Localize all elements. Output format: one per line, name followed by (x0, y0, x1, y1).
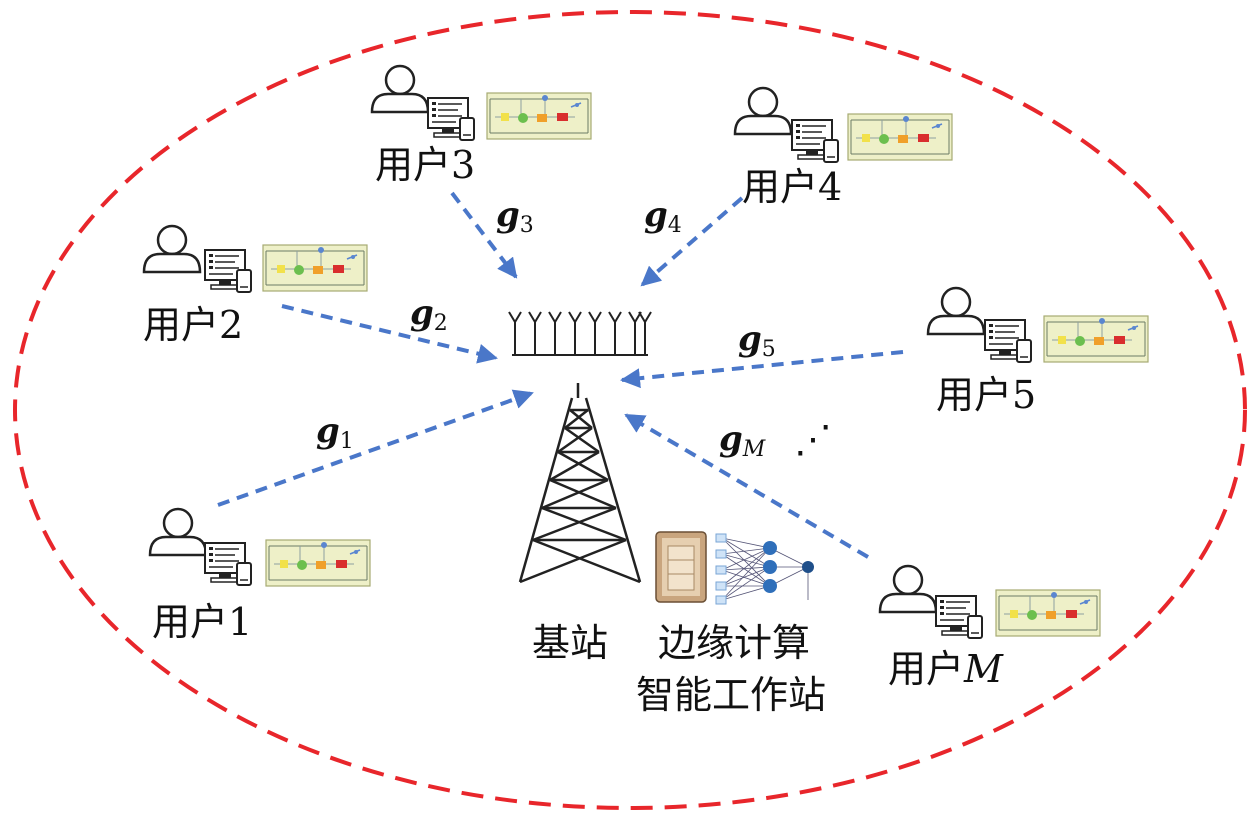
user-5-label: 用户5 (936, 373, 1036, 417)
user-2: 用户2 (142, 224, 368, 347)
user-M-label: 用户M (888, 647, 1004, 691)
computer-icon (427, 97, 475, 141)
person-icon (878, 564, 938, 614)
neural-network-icon (715, 533, 814, 605)
computer-icon (984, 319, 1032, 363)
svg-text:g3: g3 (496, 195, 534, 238)
channel-label-2: g2 (410, 293, 448, 336)
circuit-board-icon (262, 244, 368, 292)
svg-text:g2: g2 (410, 293, 448, 336)
link-user-2 (281, 304, 498, 364)
circuit-board-icon (995, 589, 1101, 637)
link-user-5 (620, 350, 904, 389)
user-5: 用户5 (926, 286, 1149, 417)
channel-label-4: g4 (644, 195, 682, 238)
circuit-board-icon (1043, 315, 1149, 363)
channel-label-3: g3 (496, 195, 534, 238)
svg-text:g5: g5 (738, 319, 776, 362)
tower-icon (518, 383, 642, 584)
person-icon (148, 507, 208, 557)
edge-label-line2: 智能工作站 (636, 673, 826, 717)
person-icon (926, 286, 986, 336)
svg-text:g1: g1 (316, 411, 354, 454)
person-icon (733, 86, 793, 136)
channel-label-5: g5 (738, 319, 776, 362)
user-M: 用户M (878, 564, 1101, 691)
channel-label-1: g1 (316, 411, 354, 454)
person-icon (142, 224, 202, 274)
user-4: 用户4 (733, 86, 953, 209)
user-1: 用户1 (148, 507, 371, 644)
circuit-board-icon (265, 539, 371, 587)
channel-links (217, 191, 904, 559)
more-users-ellipsis: ⋰ (794, 417, 832, 461)
svg-text:g4: g4 (644, 195, 682, 238)
svg-text:gM: gM (719, 419, 766, 462)
computer-icon (204, 249, 252, 293)
user-2-label: 用户2 (143, 303, 243, 347)
user-3: 用户3 (370, 64, 592, 187)
computer-icon (935, 595, 983, 639)
link-user-1 (217, 389, 534, 507)
channel-label-M: gM (719, 419, 766, 462)
user-3-label: 用户3 (375, 143, 475, 187)
server-icon (655, 531, 707, 603)
edge-label-line1: 边缘计算 (658, 621, 810, 665)
computer-icon (204, 542, 252, 586)
circuit-board-icon (486, 92, 592, 140)
coverage-boundary (13, 10, 1247, 810)
link-user-M (624, 413, 870, 559)
user-1-label: 用户1 (152, 600, 252, 644)
base-station-label: 基站 (532, 621, 608, 665)
antenna-array-icon (508, 311, 652, 356)
circuit-board-icon (847, 113, 953, 161)
user-4-label: 用户4 (742, 165, 842, 209)
computer-icon (791, 119, 839, 163)
person-icon (370, 64, 430, 114)
link-user-4 (640, 196, 744, 287)
link-user-3 (450, 191, 518, 279)
